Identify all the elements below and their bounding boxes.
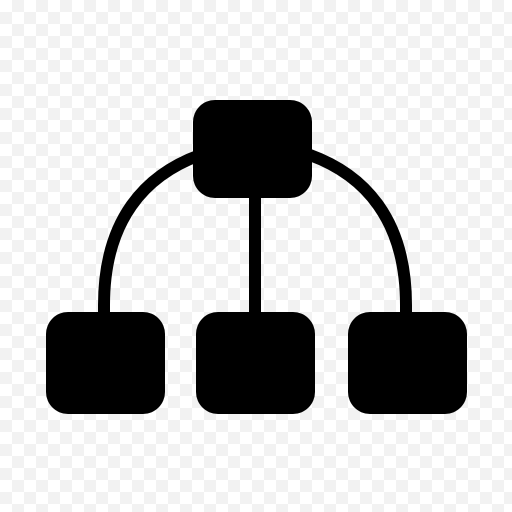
bottom-right-node bbox=[348, 312, 467, 414]
connector-right-arc bbox=[307, 149, 412, 318]
bottom-center-node bbox=[196, 312, 315, 414]
bottom-left-node bbox=[46, 312, 165, 414]
connector-left-arc bbox=[98, 149, 203, 318]
top-node bbox=[193, 100, 312, 198]
